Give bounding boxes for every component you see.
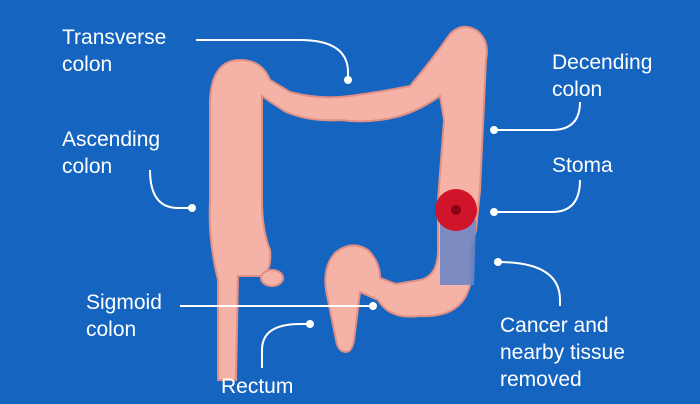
leader-stoma bbox=[494, 179, 581, 213]
label-cancer-removed: Cancer and nearby tissue removed bbox=[500, 312, 625, 393]
label-stoma: Stoma bbox=[552, 152, 613, 179]
leader-transverse bbox=[196, 39, 349, 80]
colon-body bbox=[208, 25, 488, 381]
label-transverse-line1: Transverse bbox=[62, 26, 167, 49]
leader-cancer bbox=[497, 261, 561, 306]
label-cancer-line2: nearby tissue bbox=[500, 341, 625, 364]
label-transverse-colon: Transverse colon bbox=[62, 24, 166, 78]
leader-descending-dot bbox=[490, 126, 498, 134]
label-cancer-line1: Cancer and bbox=[500, 314, 609, 337]
leader-ascending-dot bbox=[188, 204, 196, 212]
label-sigmoid-colon: Sigmoid colon bbox=[86, 289, 162, 343]
leader-cancer-dot bbox=[494, 258, 502, 266]
label-rectum: Rectum bbox=[221, 373, 293, 400]
leader-descending bbox=[494, 101, 581, 131]
label-descending-line2: colon bbox=[552, 78, 603, 101]
label-stoma-line1: Stoma bbox=[552, 154, 613, 177]
label-transverse-line2: colon bbox=[62, 53, 113, 76]
label-cancer-line3: removed bbox=[500, 368, 582, 391]
label-descending-colon: Decending colon bbox=[552, 49, 652, 103]
label-descending-line1: Decending bbox=[552, 51, 653, 74]
stoma-center bbox=[451, 205, 461, 215]
leader-sigmoid-dot bbox=[369, 302, 377, 310]
leader-ascending bbox=[149, 169, 192, 209]
leader-rectum bbox=[261, 323, 310, 368]
label-rectum-line1: Rectum bbox=[221, 375, 294, 398]
label-sigmoid-line2: colon bbox=[86, 318, 137, 341]
removed-section bbox=[440, 220, 476, 285]
label-ascending-colon: Ascending colon bbox=[62, 126, 160, 180]
label-sigmoid-line1: Sigmoid bbox=[86, 291, 162, 314]
appendix bbox=[260, 269, 284, 287]
label-ascending-line2: colon bbox=[62, 155, 113, 178]
label-ascending-line1: Ascending bbox=[62, 128, 161, 151]
leader-rectum-dot bbox=[306, 320, 314, 328]
leader-transverse-dot bbox=[344, 76, 352, 84]
leader-stoma-dot bbox=[490, 208, 498, 216]
